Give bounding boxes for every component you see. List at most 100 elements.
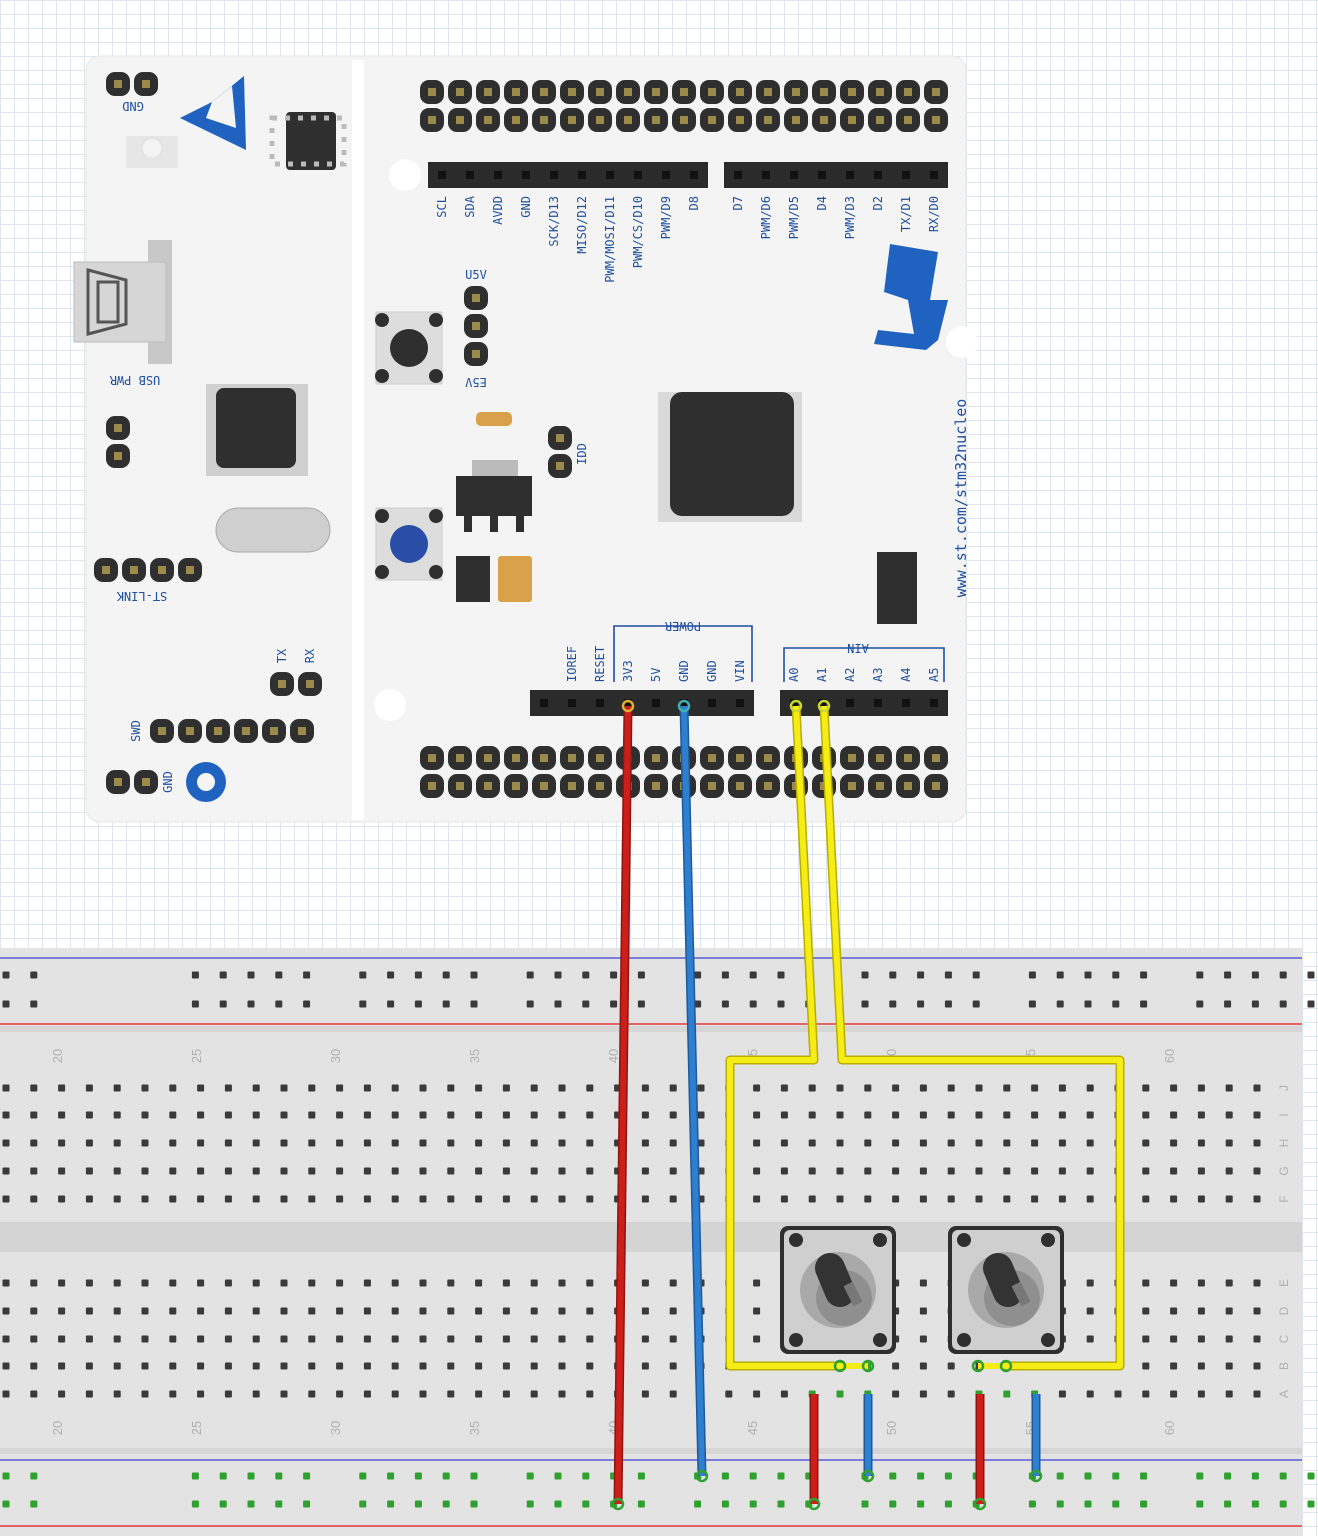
breadboard-hole[interactable] [1140, 971, 1148, 979]
breadboard-hole[interactable] [641, 1139, 649, 1147]
breadboard-hole[interactable] [749, 1472, 757, 1480]
breadboard-hole[interactable] [113, 1139, 121, 1147]
breadboard-hole[interactable] [641, 1362, 649, 1370]
breadboard-hole[interactable] [30, 1335, 38, 1343]
breadboard-hole[interactable] [1197, 1195, 1205, 1203]
breadboard-hole[interactable] [280, 1111, 288, 1119]
breadboard-hole[interactable] [363, 1195, 371, 1203]
breadboard-hole[interactable] [753, 1390, 761, 1398]
breadboard-hole[interactable] [502, 1279, 510, 1287]
breadboard-hole[interactable] [586, 1362, 594, 1370]
breadboard-hole[interactable] [1031, 1084, 1039, 1092]
breadboard-hole[interactable] [363, 1084, 371, 1092]
breadboard-hole[interactable] [85, 1307, 93, 1315]
breadboard-hole[interactable] [391, 1307, 399, 1315]
breadboard-hole[interactable] [336, 1195, 344, 1203]
breadboard-hole[interactable] [387, 1472, 395, 1480]
breadboard-hole[interactable] [308, 1111, 316, 1119]
breadboard-hole[interactable] [280, 1195, 288, 1203]
breadboard-hole[interactable] [58, 1279, 66, 1287]
breadboard-hole[interactable] [1058, 1167, 1066, 1175]
breadboard-hole[interactable] [30, 1279, 38, 1287]
breadboard-hole[interactable] [85, 1390, 93, 1398]
breadboard-hole[interactable] [359, 1000, 367, 1008]
breadboard-hole[interactable] [141, 1111, 149, 1119]
breadboard-hole[interactable] [2, 1362, 10, 1370]
breadboard-hole[interactable] [252, 1362, 260, 1370]
breadboard-hole[interactable] [836, 1084, 844, 1092]
breadboard-hole[interactable] [169, 1195, 177, 1203]
breadboard-hole[interactable] [1225, 1111, 1233, 1119]
breadboard-hole[interactable] [1253, 1139, 1261, 1147]
breadboard-hole[interactable] [252, 1335, 260, 1343]
breadboard-hole[interactable] [669, 1335, 677, 1343]
breadboard-hole[interactable] [1253, 1307, 1261, 1315]
breadboard-hole[interactable] [1031, 1139, 1039, 1147]
breadboard-hole[interactable] [113, 1084, 121, 1092]
breadboard-hole[interactable] [586, 1279, 594, 1287]
breadboard-hole[interactable] [336, 1167, 344, 1175]
breadboard-hole[interactable] [864, 1111, 872, 1119]
breadboard-hole[interactable] [447, 1335, 455, 1343]
breadboard-hole[interactable] [336, 1279, 344, 1287]
breadboard-hole[interactable] [141, 1307, 149, 1315]
breadboard-hole[interactable] [1224, 1500, 1232, 1508]
breadboard-hole[interactable] [308, 1335, 316, 1343]
breadboard-hole[interactable] [197, 1195, 205, 1203]
breadboard-hole[interactable] [586, 1390, 594, 1398]
breadboard-hole[interactable] [586, 1084, 594, 1092]
breadboard-hole[interactable] [247, 1500, 255, 1508]
breadboard-hole[interactable] [1253, 1362, 1261, 1370]
breadboard-hole[interactable] [1170, 1307, 1178, 1315]
breadboard-hole[interactable] [1307, 1500, 1315, 1508]
breadboard-hole[interactable] [947, 1362, 955, 1370]
breadboard-hole[interactable] [1225, 1390, 1233, 1398]
breadboard-hole[interactable] [447, 1362, 455, 1370]
breadboard-hole[interactable] [1197, 1390, 1205, 1398]
breadboard-hole[interactable] [1170, 1084, 1178, 1092]
breadboard-hole[interactable] [252, 1195, 260, 1203]
breadboard-hole[interactable] [247, 971, 255, 979]
breadboard-hole[interactable] [30, 1500, 38, 1508]
breadboard-hole[interactable] [275, 1500, 283, 1508]
breadboard-hole[interactable] [197, 1084, 205, 1092]
breadboard-hole[interactable] [808, 1139, 816, 1147]
breadboard-hole[interactable] [1170, 1167, 1178, 1175]
breadboard-hole[interactable] [892, 1195, 900, 1203]
breadboard-hole[interactable] [30, 1167, 38, 1175]
breadboard-hole[interactable] [1086, 1167, 1094, 1175]
breadboard-hole[interactable] [308, 1167, 316, 1175]
breadboard-hole[interactable] [336, 1362, 344, 1370]
breadboard-hole[interactable] [391, 1167, 399, 1175]
breadboard-hole[interactable] [30, 971, 38, 979]
breadboard-hole[interactable] [169, 1335, 177, 1343]
breadboard-hole[interactable] [554, 1000, 562, 1008]
breadboard-hole[interactable] [224, 1084, 232, 1092]
pot-knob[interactable] [815, 1253, 855, 1307]
breadboard-hole[interactable] [1251, 1000, 1259, 1008]
breadboard-hole[interactable] [753, 1307, 761, 1315]
breadboard-hole[interactable] [1253, 1390, 1261, 1398]
breadboard-hole[interactable] [447, 1111, 455, 1119]
breadboard-hole[interactable] [558, 1111, 566, 1119]
breadboard-hole[interactable] [308, 1279, 316, 1287]
breadboard-hole[interactable] [30, 1362, 38, 1370]
breadboard-hole[interactable] [808, 1167, 816, 1175]
breadboard-hole[interactable] [1086, 1084, 1094, 1092]
breadboard-hole[interactable] [419, 1362, 427, 1370]
breadboard-hole[interactable] [419, 1390, 427, 1398]
breadboard-hole[interactable] [141, 1362, 149, 1370]
breadboard-hole[interactable] [1307, 1000, 1315, 1008]
breadboard-hole[interactable] [861, 971, 869, 979]
breadboard-hole[interactable] [363, 1307, 371, 1315]
breadboard-hole[interactable] [637, 1000, 645, 1008]
breadboard-hole[interactable] [1056, 1500, 1064, 1508]
breadboard-hole[interactable] [475, 1362, 483, 1370]
breadboard-hole[interactable] [359, 1472, 367, 1480]
breadboard-hole[interactable] [1142, 1335, 1150, 1343]
breadboard-hole[interactable] [224, 1307, 232, 1315]
breadboard-hole[interactable] [387, 971, 395, 979]
breadboard-hole[interactable] [558, 1279, 566, 1287]
breadboard-hole[interactable] [610, 1000, 618, 1008]
breadboard-hole[interactable] [280, 1307, 288, 1315]
